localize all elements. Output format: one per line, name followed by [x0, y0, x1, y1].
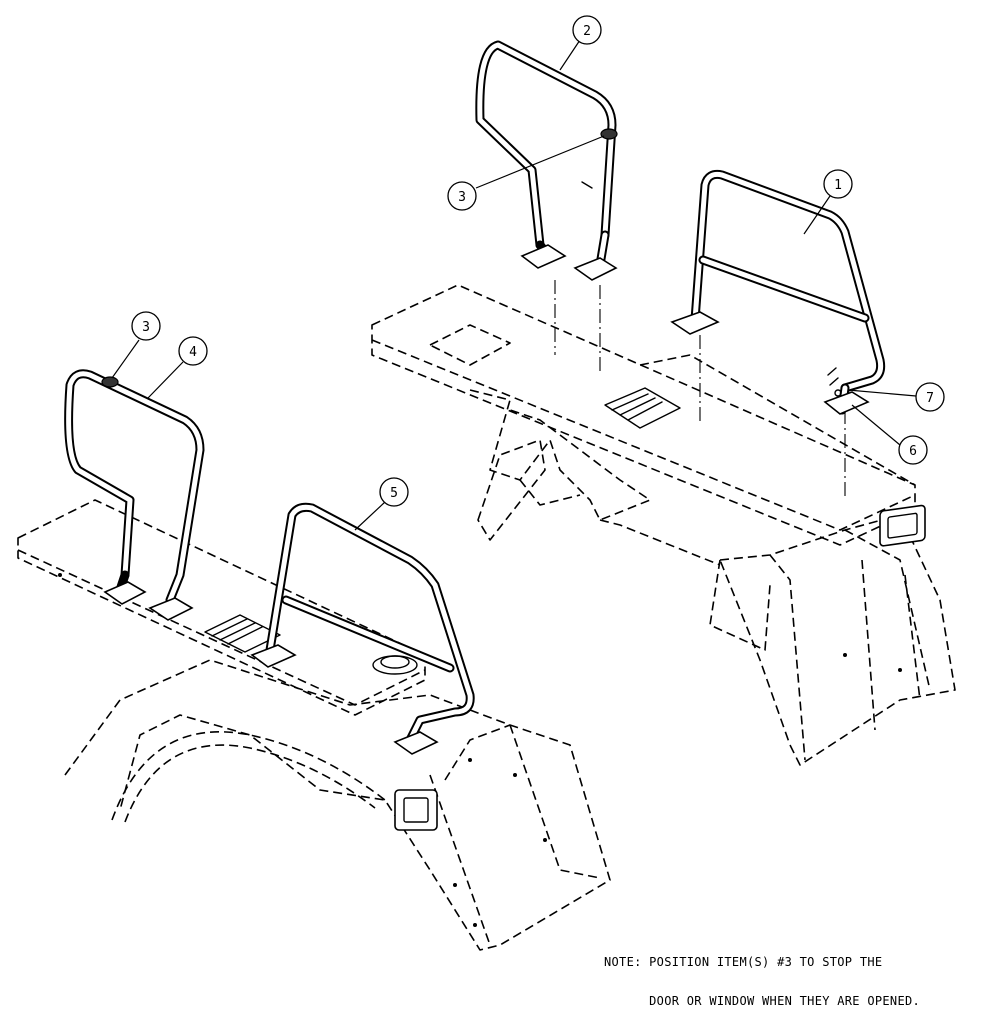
callout-7-number: 7	[926, 391, 934, 406]
callout-2: 2	[559, 15, 602, 71]
callout-1: 1	[803, 169, 853, 235]
step-right	[604, 387, 681, 429]
note-line-1: NOTE: POSITION ITEM(S) #3 TO STOP THE	[604, 955, 883, 969]
callout-6-number: 6	[909, 444, 917, 459]
handrail-4	[64, 369, 205, 621]
callout-3-lower-number: 3	[142, 320, 150, 335]
left-deck	[17, 499, 426, 716]
right-deck	[371, 284, 916, 546]
access-panel	[429, 324, 511, 366]
callout-3-upper-number: 3	[458, 190, 466, 205]
callout-5: 5	[354, 477, 409, 531]
right-fender-assembly	[371, 280, 956, 766]
callout-4: 4	[147, 336, 208, 399]
callout-6: 6	[851, 404, 928, 465]
callout-5-number: 5	[390, 486, 398, 501]
callout-7: 7	[847, 382, 945, 412]
assembly-note: NOTE: POSITION ITEM(S) #3 TO STOP THE DO…	[604, 930, 920, 1021]
parts-diagram: 1 2 3 3 4 5 6 7	[17, 15, 956, 951]
note-line-2: DOOR OR WINDOW WHEN THEY ARE OPENED.	[604, 994, 921, 1008]
callout-3-lower: 3	[111, 311, 161, 379]
handrail-1	[670, 170, 886, 415]
handrail-2	[475, 40, 618, 281]
frame-bracket	[469, 389, 651, 521]
tail-light-left	[394, 789, 438, 831]
left-fender-assembly	[17, 499, 902, 951]
tail-light-right	[879, 504, 926, 547]
callout-3-upper: 3	[447, 135, 605, 211]
callout-1-number: 1	[834, 178, 842, 193]
callout-4-number: 4	[189, 345, 197, 360]
fender-right	[719, 514, 956, 766]
callout-2-number: 2	[583, 24, 591, 39]
step-left	[204, 614, 281, 653]
handrail-5	[250, 502, 475, 755]
